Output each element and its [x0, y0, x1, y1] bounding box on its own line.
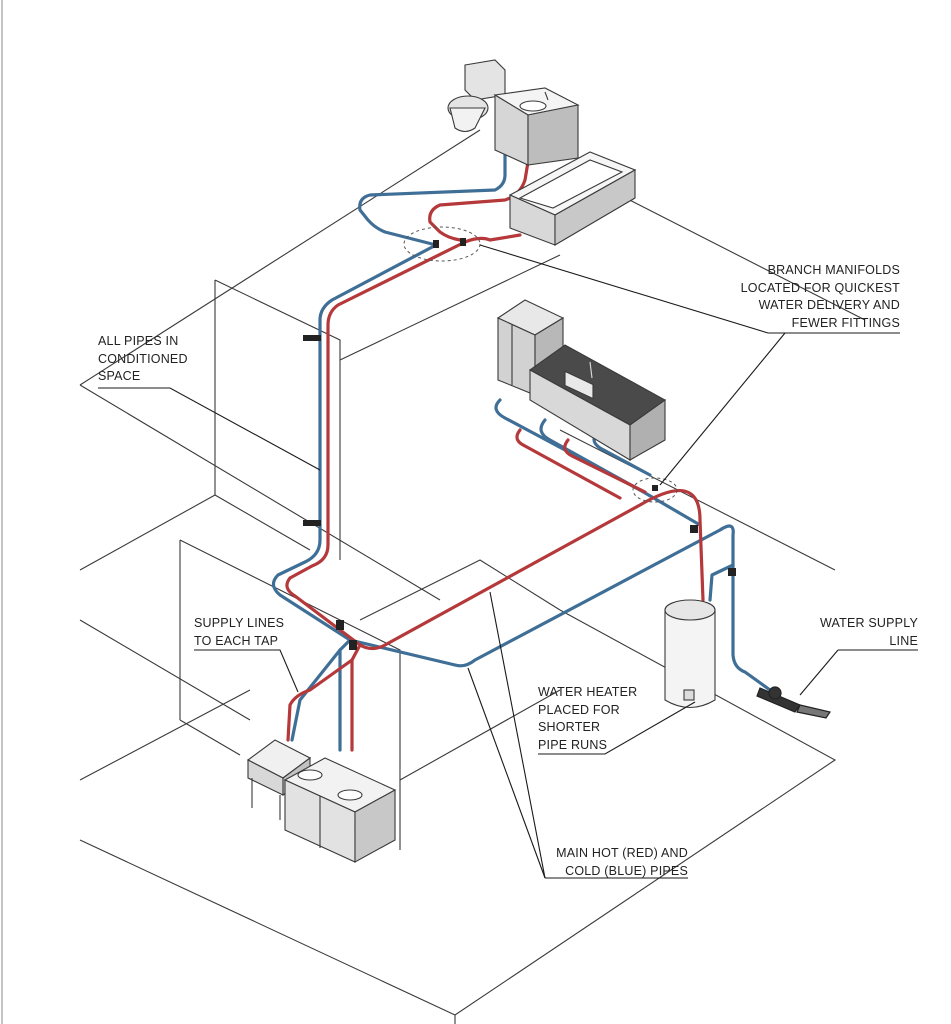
upper-floor-outline [79, 129, 481, 386]
cold-pipes [271, 148, 772, 752]
leader-supply-lines [194, 649, 299, 693]
label-supply-lines: SUPPLY LINES TO EACH TAP [194, 616, 285, 648]
leader-water-heater [538, 701, 696, 755]
lower-manifold-circle [632, 477, 678, 503]
water-heater [664, 599, 716, 709]
washer-dryer [283, 757, 397, 863]
label-water-heater: WATER HEATER PLACED FOR SHORTER PIPE RUN… [538, 685, 638, 752]
building-outlines [1, 0, 866, 1024]
label-water-supply: WATER SUPPLY LINE [819, 616, 918, 648]
kitchen-counter [528, 344, 667, 461]
leader-lines [98, 244, 918, 879]
bathtub [508, 151, 637, 246]
manifold-markers [403, 226, 678, 503]
water-supply-valve [756, 686, 831, 719]
leader-all-pipes [98, 387, 321, 471]
toilet [447, 59, 506, 133]
upper-manifold-circle [403, 226, 481, 262]
label-all-pipes: ALL PIPES IN CONDITIONED SPACE [98, 334, 188, 383]
bathroom-vanity [493, 87, 580, 166]
pipe-fittings [303, 238, 736, 650]
label-branch-manifolds: BRANCH MANIFOLDS LOCATED FOR QUICKEST WA… [740, 263, 900, 330]
label-main-pipes: MAIN HOT (RED) AND COLD (BLUE) PIPES [556, 846, 688, 878]
